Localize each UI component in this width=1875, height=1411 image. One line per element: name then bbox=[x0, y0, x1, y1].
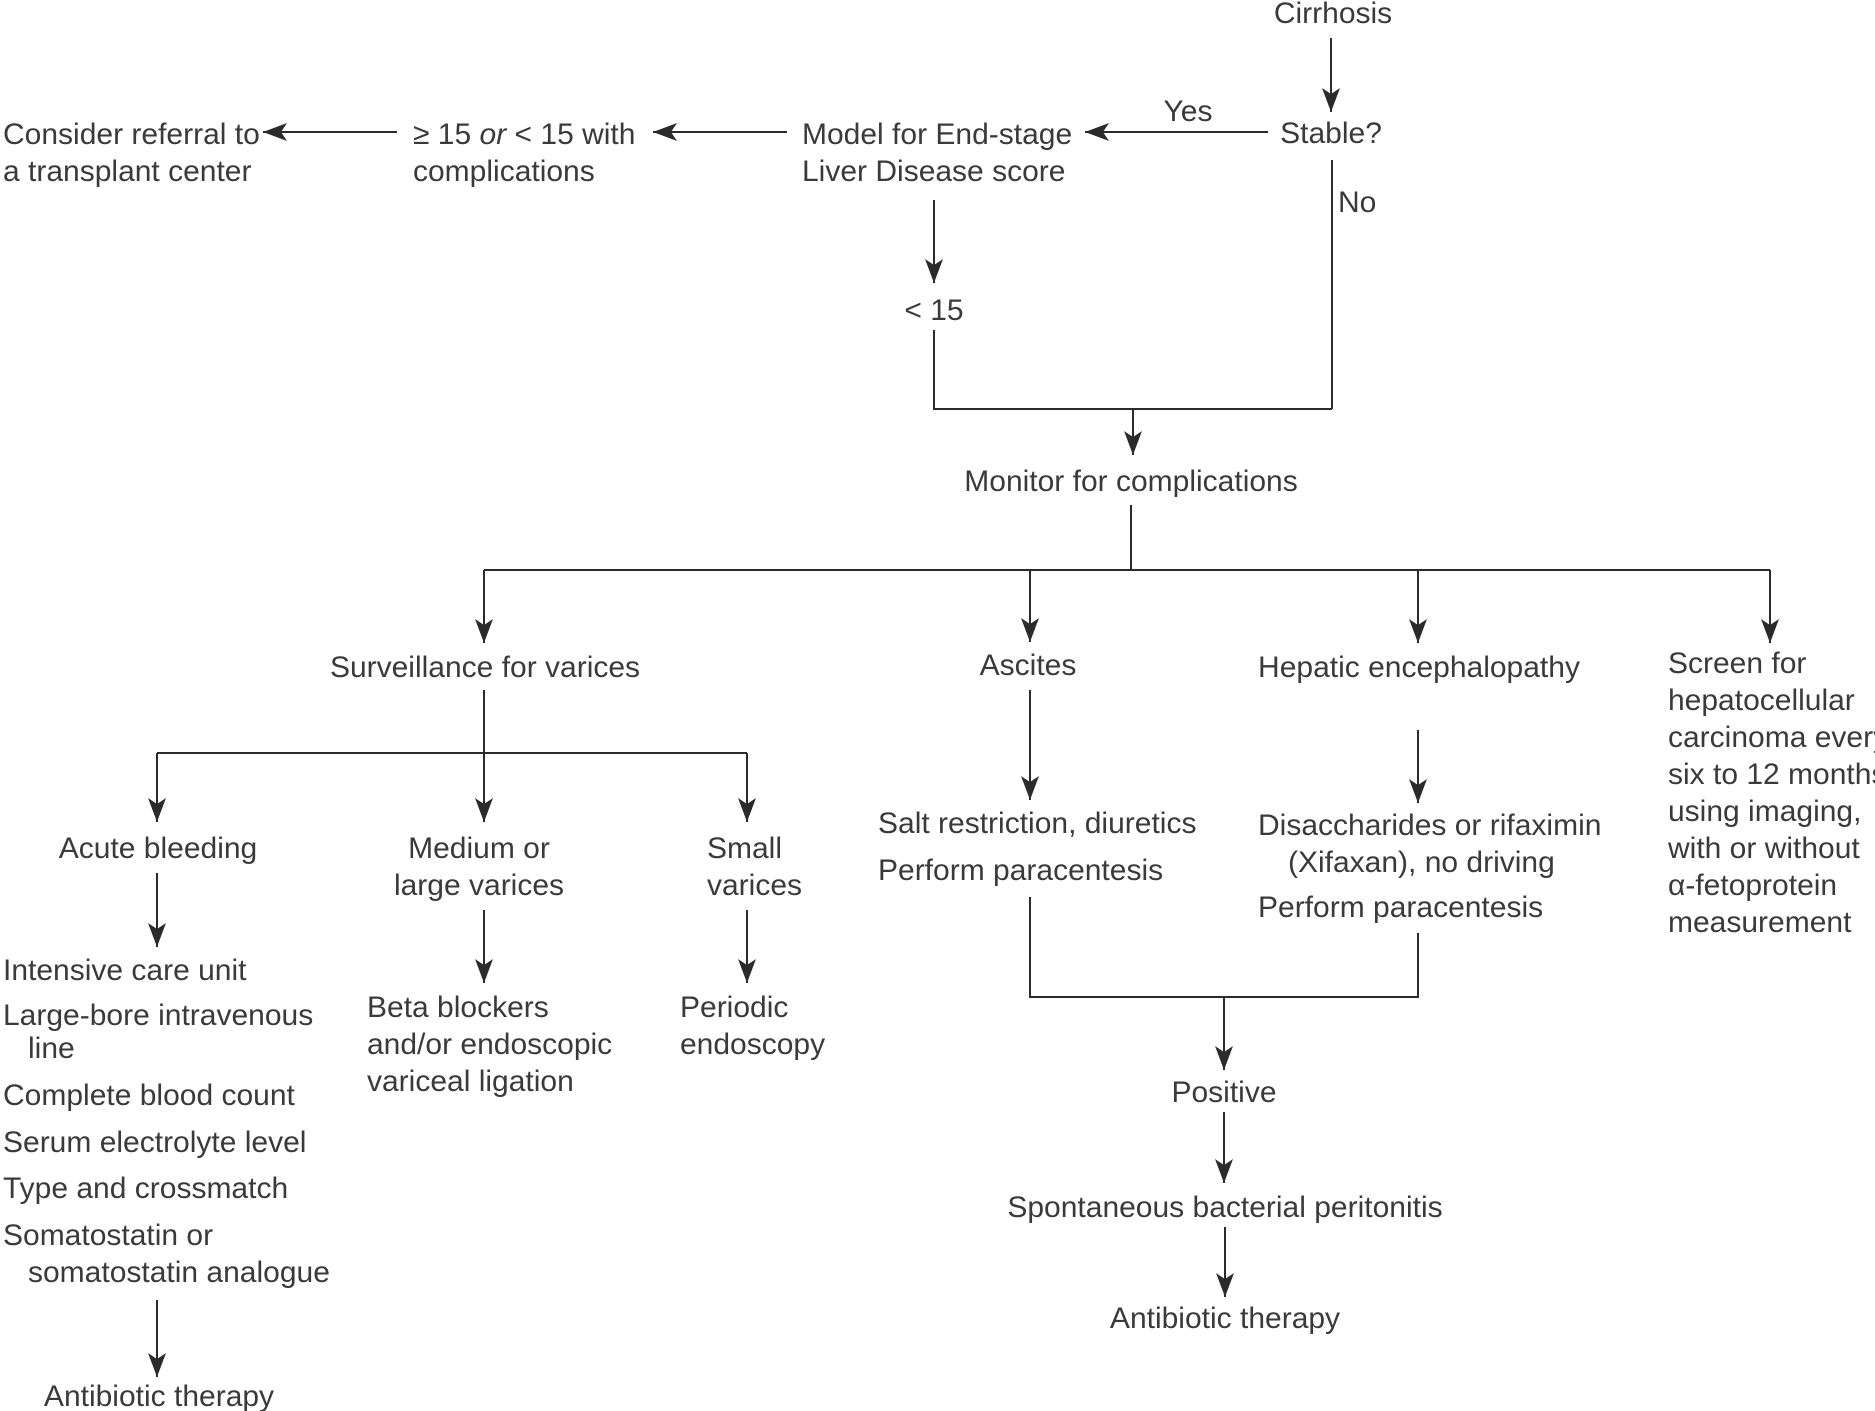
node-paracentesis-ascites: Perform paracentesis bbox=[878, 854, 1164, 887]
node-disaccharides: Disaccharides or rifaximin (Xifaxan), no… bbox=[1258, 809, 1602, 879]
acute-step-electrolyte: Serum electrolyte level bbox=[3, 1126, 307, 1159]
node-meld-low: < 15 bbox=[904, 294, 964, 327]
node-meld-threshold: ≥ 15 or < 15 with complications bbox=[413, 118, 636, 188]
acute-step-cbc: Complete blood count bbox=[3, 1079, 295, 1112]
node-sbp: Spontaneous bacterial peritonitis bbox=[1007, 1191, 1443, 1224]
node-stable-decision: Stable? bbox=[1280, 117, 1382, 150]
node-cirrhosis: Cirrhosis bbox=[1273, 0, 1393, 30]
node-antibiotic-therapy-right: Antibiotic therapy bbox=[1109, 1302, 1341, 1335]
node-beta-blockers: Beta blockers and/or endoscopic variceal… bbox=[367, 991, 613, 1098]
node-screen-hcc: Screen for hepatocellular carcinoma ever… bbox=[1668, 647, 1875, 939]
acute-step-iv-line-2: line bbox=[28, 1032, 75, 1065]
node-surveillance-varices: Surveillance for varices bbox=[329, 651, 641, 684]
node-ascites: Ascites bbox=[979, 649, 1077, 682]
node-paracentesis-hepatic: Perform paracentesis bbox=[1258, 891, 1544, 924]
node-hepatic-encephalopathy: Hepatic encephalopathy bbox=[1258, 651, 1580, 684]
node-transplant-referral: Consider referral to a transplant center bbox=[3, 118, 260, 188]
node-periodic-endoscopy: Periodic endoscopy bbox=[680, 991, 826, 1061]
edge-label-yes: Yes bbox=[1163, 95, 1213, 128]
node-positive: Positive bbox=[1171, 1076, 1277, 1109]
acute-step-icu: Intensive care unit bbox=[3, 954, 247, 987]
node-antibiotic-therapy-left: Antibiotic therapy bbox=[43, 1380, 275, 1411]
node-salt-restriction: Salt restriction, diuretics bbox=[878, 807, 1197, 840]
acute-step-crossmatch: Type and crossmatch bbox=[3, 1172, 289, 1205]
node-monitor-complications: Monitor for complications bbox=[964, 465, 1298, 498]
acute-step-somatostatin-1: Somatostatin or bbox=[3, 1219, 214, 1252]
node-small-varices: Small varices bbox=[707, 832, 803, 902]
node-meld-score: Model for End-stage Liver Disease score bbox=[802, 118, 1073, 188]
acute-step-iv-line-1: Large-bore intravenous bbox=[3, 999, 314, 1032]
edge-lt15-junction bbox=[933, 330, 1332, 410]
node-acute-bleeding: Acute bleeding bbox=[58, 832, 258, 865]
node-medium-large-varices: Medium or large varices bbox=[393, 832, 565, 902]
edge-label-no: No bbox=[1338, 186, 1377, 219]
acute-step-somatostatin-2: somatostatin analogue bbox=[28, 1256, 330, 1289]
